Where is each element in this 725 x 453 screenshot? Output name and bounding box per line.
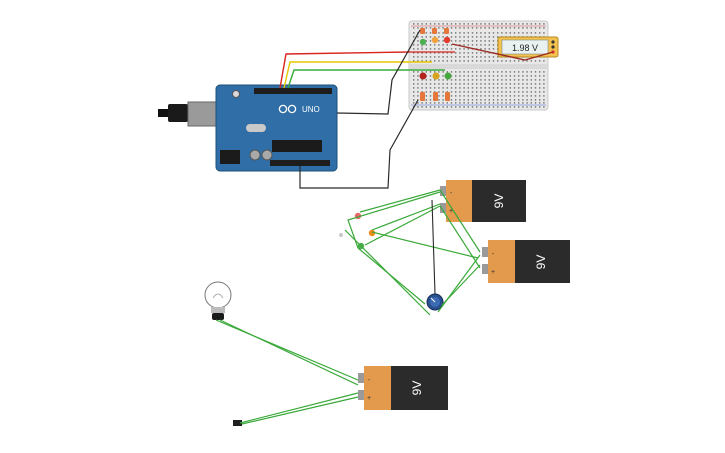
wire-yellow[interactable] [283, 61, 432, 89]
wire-green[interactable] [287, 69, 445, 89]
battery-1-minus: - [450, 190, 453, 197]
wires-green-bulb[interactable] [215, 319, 359, 425]
arduino-uno[interactable]: UNO [215, 84, 338, 172]
arduino-logo [278, 104, 297, 114]
wire-black-upper[interactable] [336, 29, 421, 115]
led-orange-top[interactable] [431, 36, 439, 44]
potentiometer[interactable] [426, 293, 444, 311]
light-bulb[interactable] [204, 281, 232, 320]
wire-black-pot [431, 199, 436, 295]
led-red-bottom[interactable] [419, 72, 427, 80]
battery-1-label: 9V [492, 194, 506, 209]
multimeter[interactable]: 1.98 V [497, 36, 559, 58]
breadboard[interactable] [408, 20, 549, 111]
battery-2-minus: - [492, 251, 495, 258]
multimeter-probe-wire [451, 43, 554, 61]
battery-2-plus: + [491, 269, 495, 276]
wires-green-mid[interactable] [344, 189, 481, 316]
led-green-top[interactable] [419, 38, 427, 50]
resistors[interactable] [420, 28, 450, 101]
arduino-model-label: UNO [302, 105, 320, 114]
battery-3-plus: + [367, 395, 371, 402]
usb-cable[interactable] [158, 101, 217, 127]
wire-red[interactable] [279, 51, 411, 89]
battery-2[interactable]: 9V - + [482, 240, 570, 283]
battery-3-minus: - [368, 377, 371, 384]
multimeter-reading: 1.98 V [512, 43, 538, 53]
led-spark [368, 229, 376, 237]
battery-2-label: 9V [534, 255, 548, 270]
battery-1-plus: + [449, 208, 453, 215]
led-red-top[interactable] [443, 36, 451, 44]
wire-black-lower[interactable] [299, 99, 419, 189]
slide-switch[interactable] [233, 420, 242, 426]
battery-3-label: 9V [410, 381, 424, 396]
led-yellow-bottom[interactable] [432, 72, 440, 80]
battery-1[interactable]: 9V - + [440, 180, 526, 222]
led-green-bottom[interactable] [444, 72, 452, 80]
battery-3[interactable]: 9V - + [358, 366, 448, 410]
